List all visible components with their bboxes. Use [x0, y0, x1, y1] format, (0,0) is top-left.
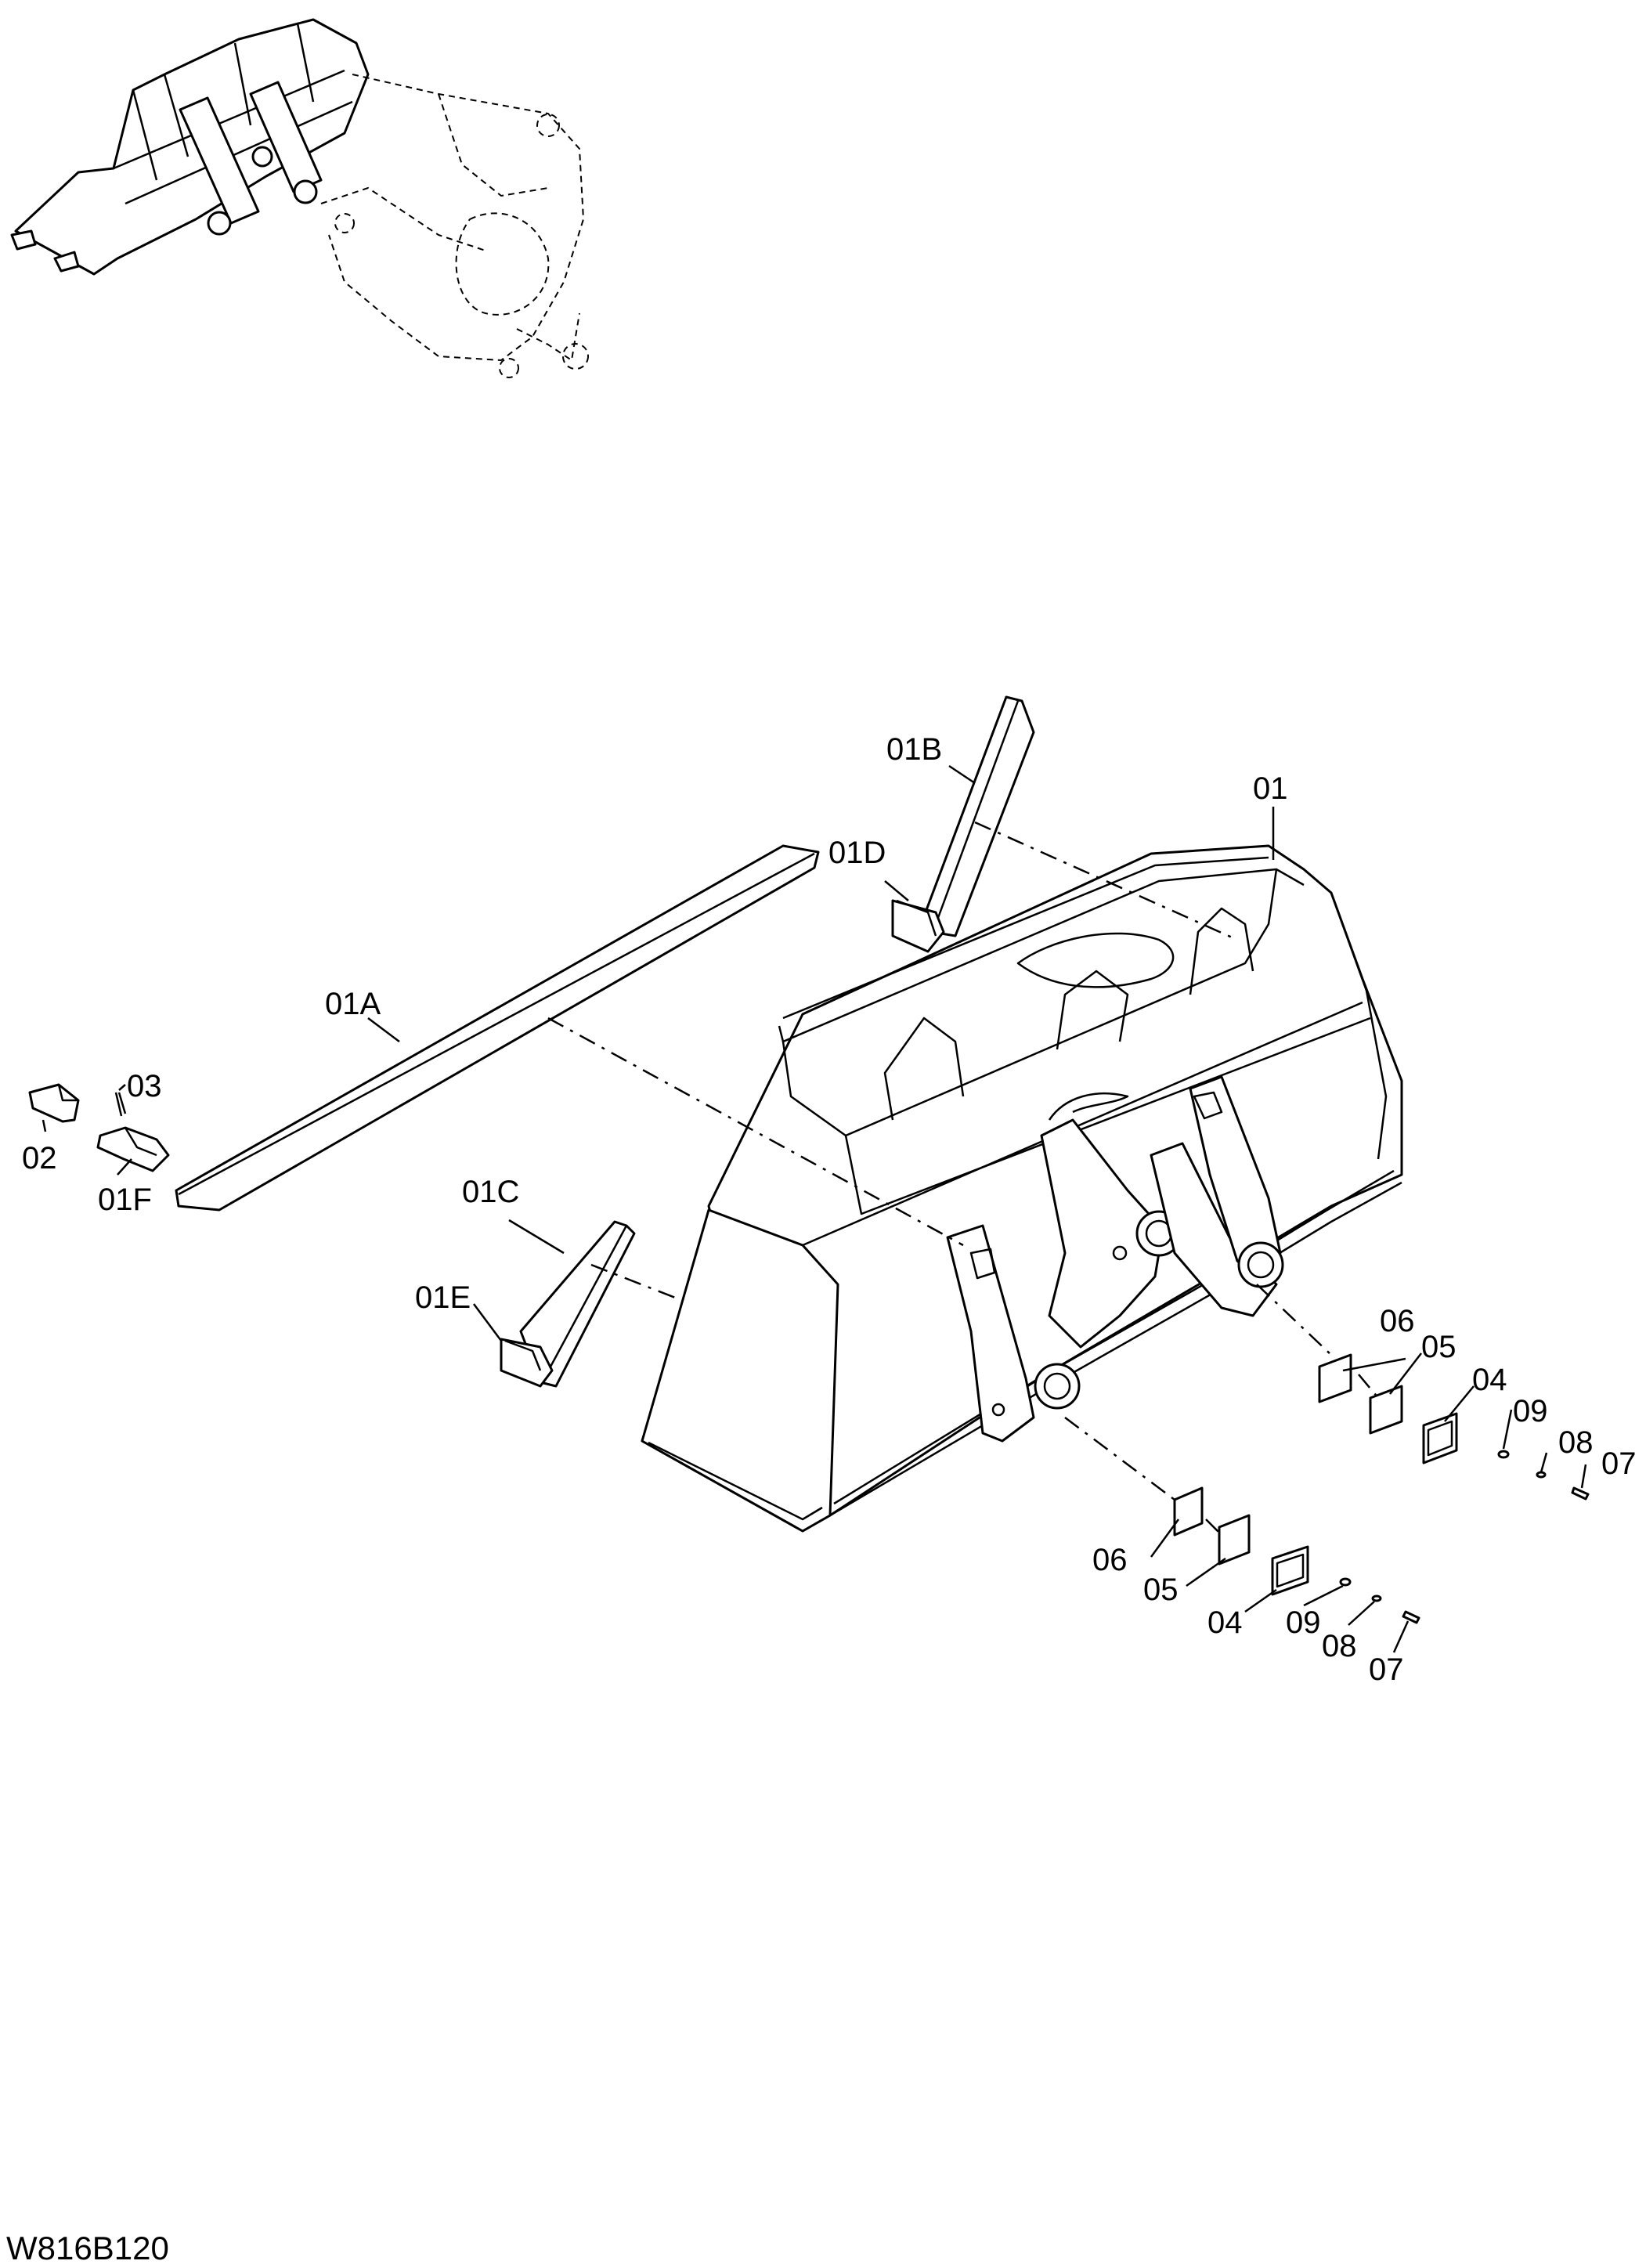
part-04-plate-upper — [1422, 1412, 1458, 1464]
part-07-bolt-lower — [1402, 1610, 1420, 1624]
callout-labels: 01 01B 01D 01A 01C 01E 01F 02 03 06 05 0… — [22, 732, 1637, 1687]
callout-05-upper: 05 — [1421, 1330, 1456, 1364]
callout-02: 02 — [22, 1141, 57, 1176]
callout-03: 03 — [127, 1069, 162, 1103]
part-02-tooth — [28, 1083, 80, 1123]
callout-08-upper: 08 — [1558, 1425, 1594, 1460]
callout-01C: 01C — [462, 1175, 519, 1209]
callout-06-upper: 06 — [1380, 1304, 1415, 1338]
hardware-group-lower — [1173, 1486, 1420, 1624]
callout-01E: 01E — [415, 1280, 471, 1315]
part-01E-side-cutter-tip — [500, 1338, 554, 1388]
part-08-washer-lower — [1371, 1594, 1382, 1602]
assembly-lines — [547, 821, 1379, 1536]
part-01F-adapter — [96, 1126, 170, 1172]
callout-09-lower: 09 — [1286, 1605, 1321, 1640]
callout-07-lower: 07 — [1369, 1652, 1404, 1687]
callout-04-upper: 04 — [1472, 1363, 1507, 1397]
part-05-shim-lower — [1218, 1514, 1251, 1566]
callout-05-lower: 05 — [1143, 1573, 1179, 1607]
leader-lines — [42, 764, 1587, 1653]
part-09-washer-upper — [1497, 1450, 1510, 1459]
callout-01B: 01B — [886, 732, 942, 767]
callout-07-upper: 07 — [1601, 1446, 1637, 1481]
callout-01D: 01D — [828, 836, 886, 870]
callout-06-lower: 06 — [1092, 1543, 1128, 1577]
part-08-washer-upper — [1536, 1471, 1547, 1479]
callout-04-lower: 04 — [1207, 1605, 1243, 1640]
callout-01A: 01A — [325, 987, 381, 1021]
callout-09-upper: 09 — [1513, 1394, 1548, 1428]
callout-01: 01 — [1253, 771, 1288, 806]
part-06-shim-lower — [1173, 1486, 1204, 1537]
part-06-shim-upper — [1318, 1353, 1352, 1403]
part-04-plate-lower — [1271, 1545, 1309, 1596]
part-07-bolt-upper — [1571, 1486, 1590, 1501]
bucket-01 — [641, 844, 1403, 1533]
part-03-pin — [114, 1092, 127, 1117]
part-01C-side-cutter — [519, 1220, 636, 1388]
locator-inset — [10, 18, 589, 378]
drawing-code: W816B120 — [6, 2230, 169, 2266]
part-05-shim-upper — [1369, 1385, 1403, 1435]
part-09-washer-lower — [1339, 1577, 1352, 1587]
part-01D-side-cutter-tip — [891, 899, 945, 953]
callout-01F: 01F — [98, 1183, 152, 1217]
callout-08-lower: 08 — [1322, 1629, 1357, 1663]
hardware-group-upper — [1318, 1353, 1590, 1501]
part-01A-cutting-edge — [175, 844, 820, 1212]
